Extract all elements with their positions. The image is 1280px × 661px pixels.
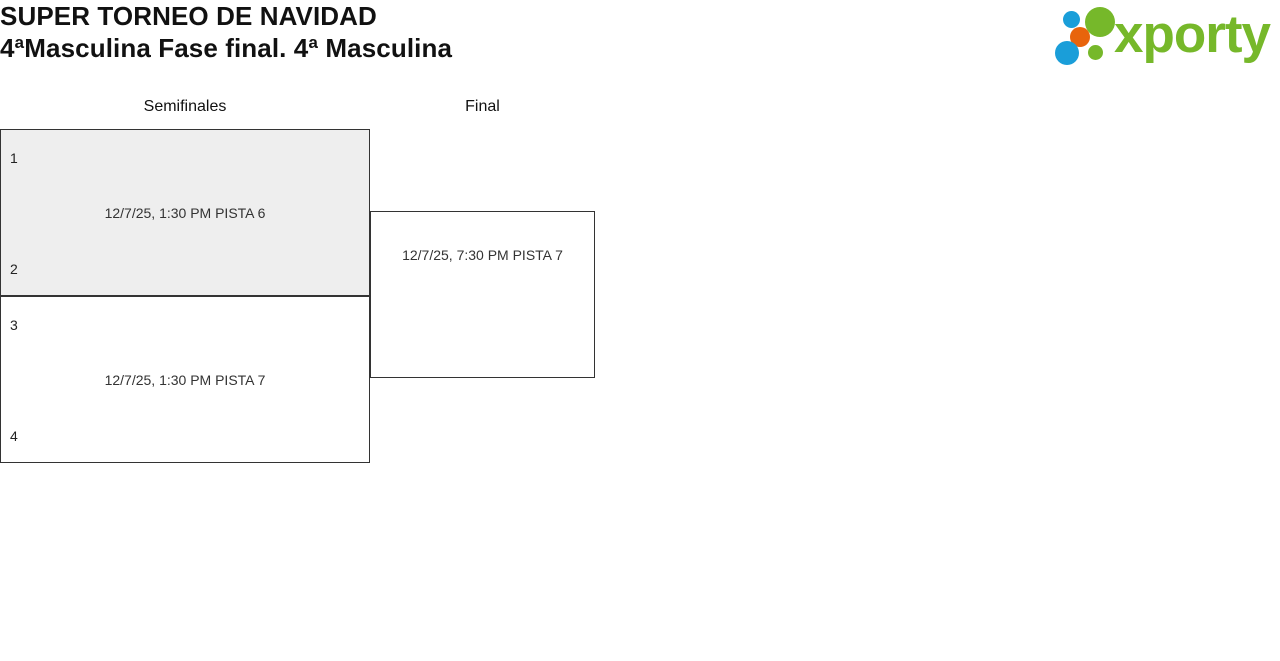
round-header-semifinales: Semifinales [143, 98, 227, 115]
seed-top: 1 [10, 150, 18, 166]
page-header: SUPER TORNEO DE NAVIDAD 4ªMasculina Fase… [0, 0, 1280, 80]
round-header-final: Final [465, 98, 500, 115]
logo-dot-blue-large-icon [1055, 41, 1079, 65]
seed-bottom: 2 [10, 261, 18, 277]
tournament-name: SUPER TORNEO DE NAVIDAD [0, 1, 377, 31]
match-semifinal-1[interactable]: 1 2 12/7/25, 1:30 PM PISTA 6 [0, 129, 370, 296]
xporty-logo[interactable]: xporty [1042, 2, 1274, 72]
logo-wordmark: xporty [1114, 5, 1271, 64]
logo-dot-blue-small-icon [1063, 11, 1080, 28]
logo-dot-orange-icon [1070, 27, 1090, 47]
match-schedule: 12/7/25, 7:30 PM PISTA 7 [402, 247, 563, 263]
seed-bottom: 4 [10, 428, 18, 444]
logo-dot-green-small-icon [1088, 45, 1103, 60]
match-final[interactable]: 12/7/25, 7:30 PM PISTA 7 [370, 211, 595, 378]
match-schedule: 12/7/25, 1:30 PM PISTA 7 [104, 372, 266, 388]
match-semifinal-2[interactable]: 3 4 12/7/25, 1:30 PM PISTA 7 [0, 296, 370, 463]
logo-dots-icon [1050, 5, 1122, 69]
logo-dot-green-large-icon [1085, 7, 1115, 37]
tournament-phase: 4ªMasculina Fase final. 4ª Masculina [0, 33, 453, 63]
match-schedule: 12/7/25, 1:30 PM PISTA 6 [104, 205, 266, 221]
page-title: SUPER TORNEO DE NAVIDAD 4ªMasculina Fase… [0, 0, 452, 64]
seed-top: 3 [10, 317, 18, 333]
